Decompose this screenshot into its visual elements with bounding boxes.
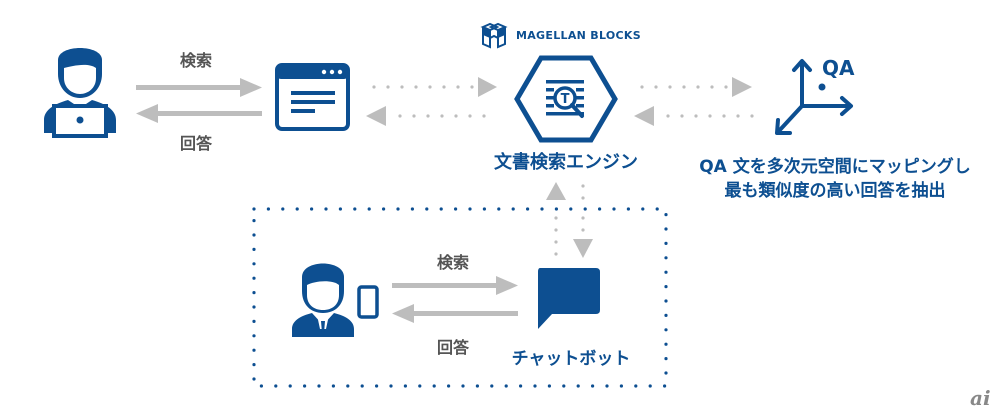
ai-watermark-logo: ai [970, 386, 991, 410]
dotted-arrow-to-chatbot-vertical [573, 184, 593, 258]
qa-caption-line2: 最も類似度の高い回答を抽出 [724, 181, 946, 201]
answer-arrow-left [136, 104, 262, 123]
chat-search-label: 検索 [437, 253, 470, 272]
qa-axis-label: QA [822, 56, 855, 80]
chatbot-label: チャットボット [511, 349, 631, 369]
chat-answer-arrow-left [392, 304, 518, 323]
chat-answer-label: 回答 [437, 338, 470, 357]
qa-caption-line1: QA 文を多次元空間にマッピングし [699, 157, 971, 177]
3d-axes-icon [775, 59, 853, 135]
person-with-laptop-icon [44, 48, 116, 138]
svg-text:T: T [561, 92, 570, 107]
document-search-hexagon-icon: T [514, 55, 618, 143]
dotted-arrow-to-engine-vertical [546, 182, 566, 256]
person-with-smartphone-icon [292, 263, 379, 337]
answer-label: 回答 [180, 134, 213, 153]
magellan-blocks-logo-icon [480, 22, 508, 49]
speech-bubble-icon [538, 268, 600, 329]
dotted-arrow-to-qa [640, 77, 752, 97]
chat-search-arrow-right [392, 276, 518, 295]
browser-window-icon [275, 63, 350, 131]
dotted-arrow-from-qa [634, 106, 754, 126]
logo-text: MAGELLAN BLOCKS [516, 29, 641, 42]
search-arrow-right [136, 78, 262, 97]
engine-label: 文書検索エンジン [494, 152, 638, 173]
dotted-arrow-to-engine [372, 77, 497, 97]
search-label: 検索 [180, 51, 213, 70]
dotted-arrow-from-engine [366, 106, 486, 126]
